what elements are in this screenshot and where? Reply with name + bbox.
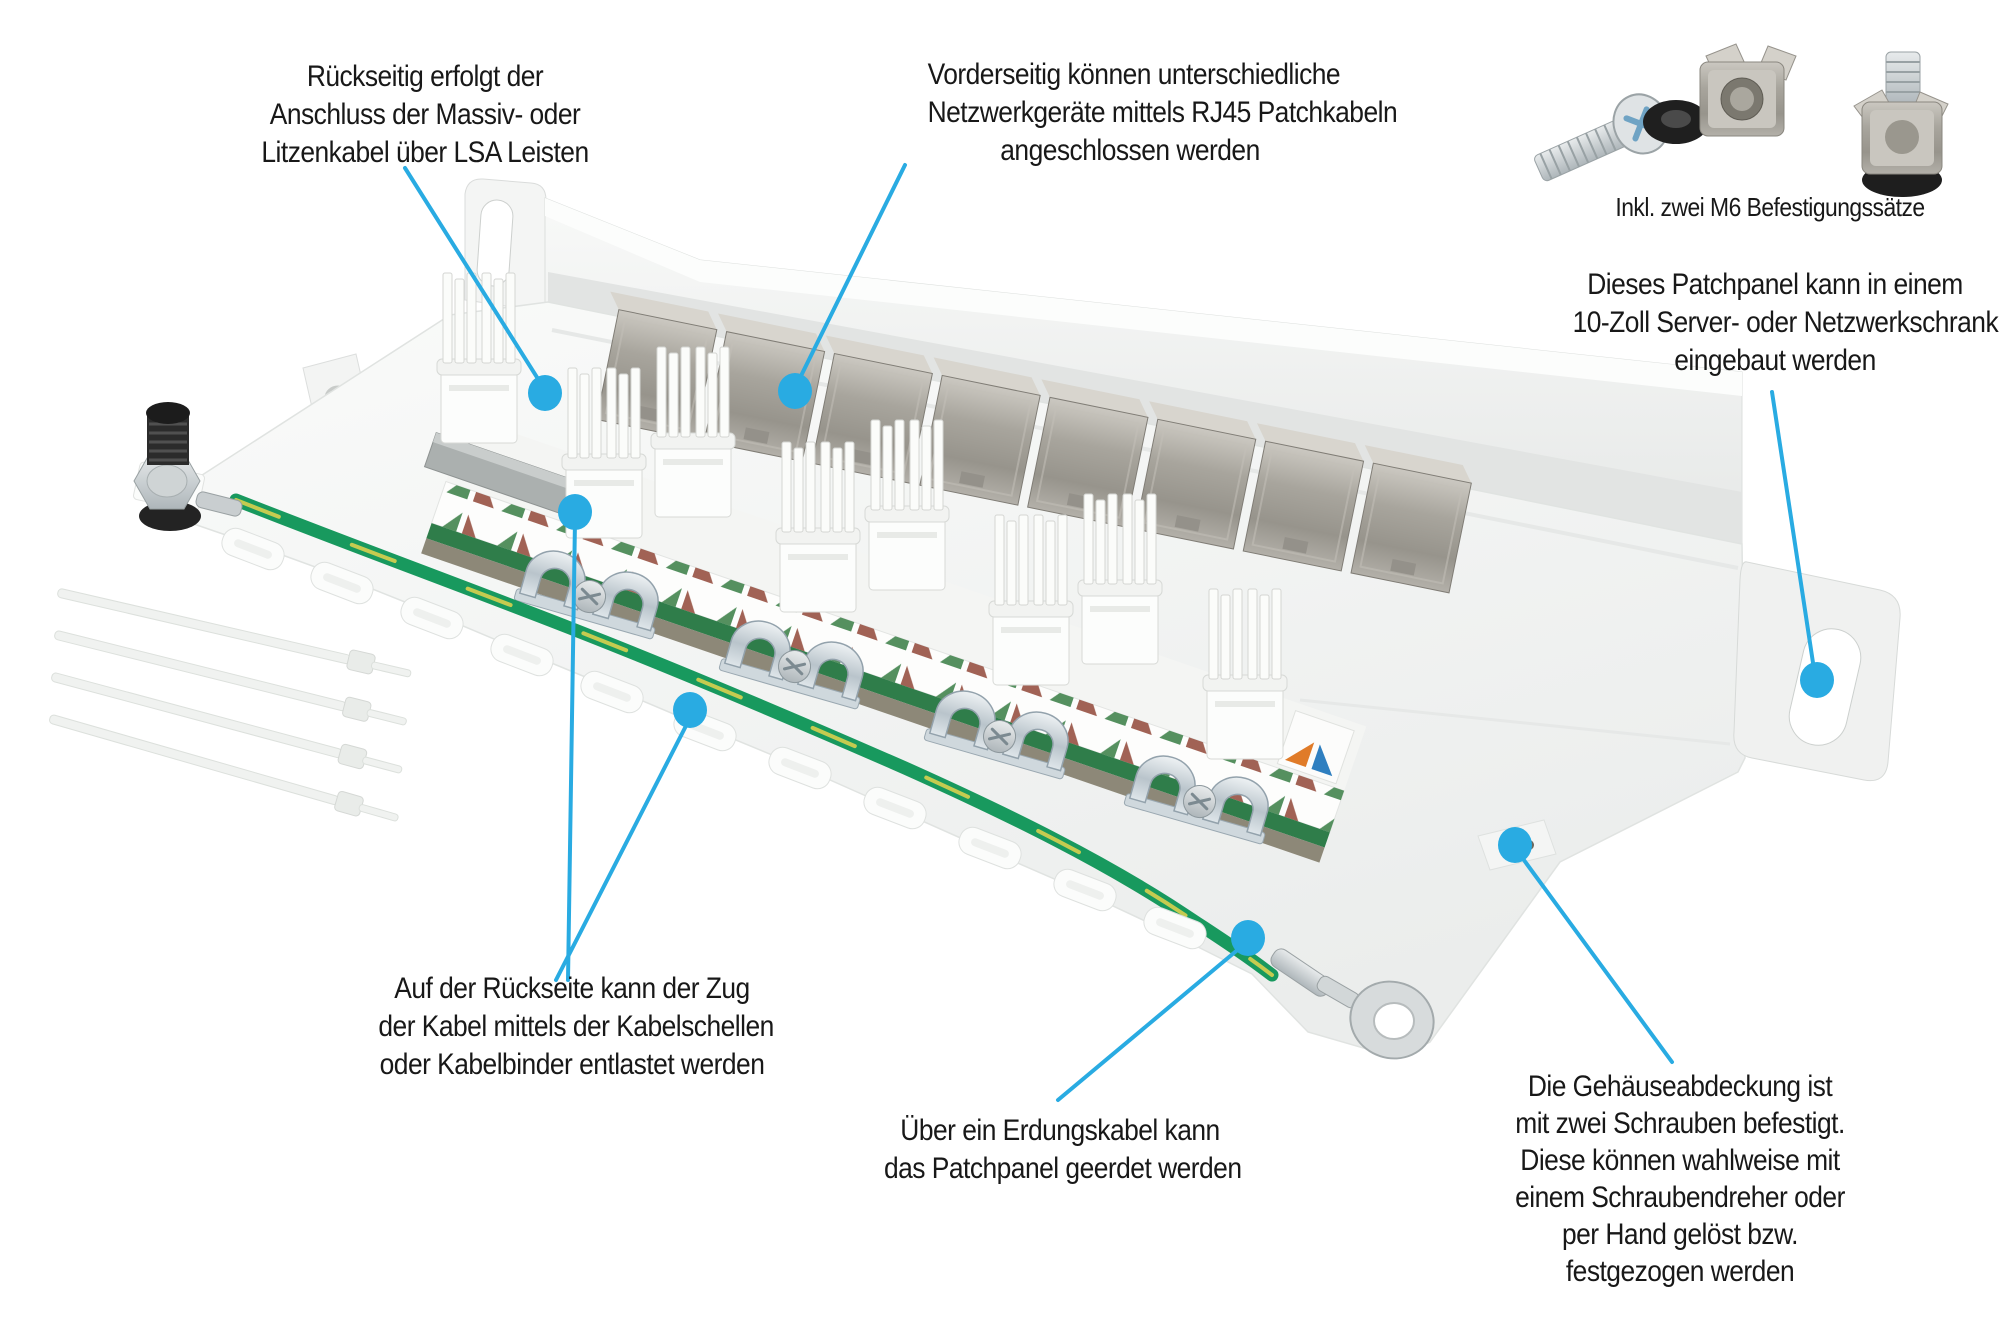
annotation-line: Anschluss der Massiv- oder xyxy=(269,98,581,131)
callout-line-lsa xyxy=(403,166,547,392)
annotation-line: Inkl. zwei M6 Befestigungssätze xyxy=(1615,192,1925,222)
annotation-line: Über ein Erdungskabel kann xyxy=(900,1114,1220,1147)
callout-dots xyxy=(528,373,1834,956)
annotation-line: Vorderseitig können unterschiedliche xyxy=(927,58,1341,91)
annotation-strain-relief: Auf der Rückseite kann der Zug der Kabel… xyxy=(378,970,774,1084)
left-ear-slot xyxy=(476,199,514,287)
annotation-line: oder Kabelbinder entlastet werden xyxy=(379,1048,765,1081)
mounting-kit-caption: Inkl. zwei M6 Befestigungssätze xyxy=(1594,192,1946,222)
m6-screw-image xyxy=(1534,93,1670,182)
callout-line-rack xyxy=(1770,390,1817,678)
annotation-line: Rückseitig erfolgt der xyxy=(306,60,544,93)
annotation-line: Auf der Rückseite kann der Zug xyxy=(394,972,750,1005)
mounting-set-image xyxy=(1853,51,1949,197)
callout-line-cover xyxy=(1516,850,1674,1064)
callout-dot-rack xyxy=(1800,662,1834,698)
callout-line-grounding xyxy=(1056,940,1249,1102)
annotation-rj45: Vorderseitig können unterschiedliche Net… xyxy=(927,56,1398,170)
ground-wire xyxy=(229,493,1279,982)
annotation-grounding: Über ein Erdungskabel kann das Patchpane… xyxy=(884,1112,1242,1188)
annotation-line: Diese können wahlweise mit xyxy=(1520,1144,1840,1177)
mounting-kit-images xyxy=(1534,43,1949,197)
annotation-line: einem Schraubendreher oder xyxy=(1515,1181,1845,1214)
annotation-line: Litzenkabel über LSA Leisten xyxy=(261,136,589,169)
callout-dot-grounding xyxy=(1231,920,1265,956)
annotation-lsa: Rückseitig erfolgt der Anschluss der Mas… xyxy=(231,58,618,172)
annotation-line: Die Gehäuseabdeckung ist xyxy=(1527,1070,1833,1103)
end-label xyxy=(1276,709,1355,785)
callout-dot-cover xyxy=(1498,827,1532,863)
annotation-line: mit zwei Schrauben befestigt. xyxy=(1515,1107,1845,1140)
annotation-line: der Kabel mittels der Kabelschellen xyxy=(378,1010,774,1043)
ground-screw xyxy=(133,402,243,531)
wiring-color-code-labels xyxy=(431,481,1345,833)
annotation-line: per Hand gelöst bzw. xyxy=(1561,1218,1799,1251)
callout-dot-lsa xyxy=(528,375,562,411)
annotation-line: angeschlossen werden xyxy=(1000,134,1260,167)
cable-tie xyxy=(48,665,405,780)
annotation-rack: Dieses Patchpanel kann in einem 10-Zoll … xyxy=(1572,266,1999,380)
annotation-line: 10-Zoll Server- oder Netzwerkschrank xyxy=(1572,306,1999,339)
annotation-line: festgezogen werden xyxy=(1565,1255,1795,1288)
callout-line-tabs xyxy=(554,716,692,982)
annotation-line: Dieses Patchpanel kann in einem xyxy=(1587,268,1963,301)
tray-step-line xyxy=(1299,698,1731,746)
callout-line-rj45 xyxy=(793,163,907,390)
cable-tie xyxy=(52,623,410,732)
cable-ties xyxy=(46,581,414,828)
washer-image xyxy=(1643,100,1709,144)
callout-line-clamp xyxy=(566,518,577,982)
ring-terminal xyxy=(1270,948,1435,1060)
callout-lines xyxy=(403,163,1817,1102)
callout-dot-tabs xyxy=(673,692,707,728)
annotation-line: das Patchpanel geerdet werden xyxy=(884,1152,1242,1185)
patch-panel xyxy=(46,178,1901,1060)
annotation-line: eingebaut werden xyxy=(1674,344,1876,377)
cage-nut-image xyxy=(1699,43,1797,137)
annotation-line: Netzwerkgeräte mittels RJ45 Patchkabeln xyxy=(927,96,1398,129)
annotation-cover: Die Gehäuseabdeckung ist mit zwei Schrau… xyxy=(1491,1068,1869,1290)
callout-dot-clamp xyxy=(558,494,592,530)
callout-dot-rj45 xyxy=(778,373,812,409)
